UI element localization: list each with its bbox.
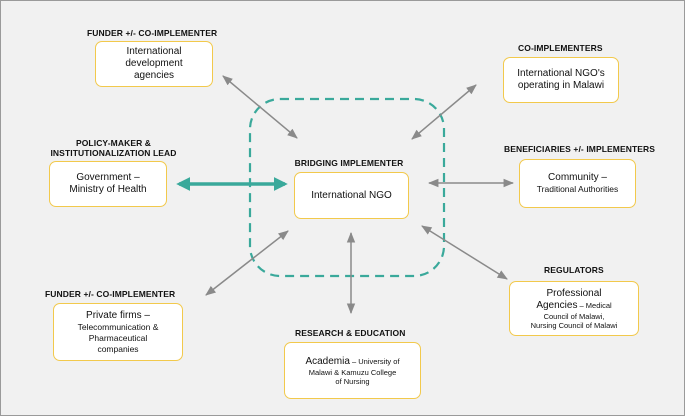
role-regulators: REGULATORS <box>544 265 604 275</box>
node-sublabel: Nursing Council of Malawi <box>530 320 618 330</box>
role-line: INSTITUTIONALIZATION LEAD <box>50 148 177 158</box>
node-international-ngo: International NGO <box>294 172 409 219</box>
node-international-ngos-malawi: International NGO's operating in Malawi <box>503 57 619 103</box>
node-label: Professional <box>546 287 602 299</box>
node-label: Ministry of Health <box>69 184 147 195</box>
arrow-funder-bottom <box>205 230 289 296</box>
node-label: Government – <box>76 172 140 183</box>
node-sublabel: Malawi & Kamuzu College <box>308 367 397 377</box>
node-label: agencies <box>133 70 175 81</box>
node-community-traditional-authorities: Community – Traditional Authorities <box>519 159 636 208</box>
role-co-implementers: CO-IMPLEMENTERS <box>518 43 603 53</box>
node-international-development-agencies: International development agencies <box>95 41 213 87</box>
node-label: Private firms – <box>86 309 150 321</box>
role-line: POLICY-MAKER & <box>75 138 152 148</box>
node-label: International NGO <box>311 189 392 201</box>
role-beneficiaries: BENEFICIARIES +/- IMPLEMENTERS <box>504 144 656 154</box>
node-label: Academia – University of <box>305 356 399 368</box>
node-label: Agencies – Medical <box>536 300 611 312</box>
node-label-sub: – Medical <box>577 300 612 310</box>
role-bridging-implementer: BRIDGING IMPLEMENTER <box>294 158 404 168</box>
node-label: development <box>125 58 183 69</box>
node-label: Community – <box>548 172 607 183</box>
node-sublabel: Traditional Authorities <box>536 184 619 194</box>
node-label-main: Academia <box>305 355 350 367</box>
node-government-ministry-of-health: Government – Ministry of Health <box>49 161 167 207</box>
node-sublabel: Telecommunication & <box>77 321 159 332</box>
node-label: International <box>126 46 182 57</box>
node-sublabel: companies <box>97 343 139 354</box>
arrow-funder-top <box>222 75 298 139</box>
node-label-sub: – University of <box>349 356 400 366</box>
node-sublabel: Council of Malawi, <box>543 311 605 321</box>
node-private-firms: Private firms – Telecommunication & Phar… <box>53 303 183 361</box>
node-professional-agencies: Professional Agencies – Medical Council … <box>509 281 639 336</box>
node-sublabel: of Nursing <box>335 376 370 386</box>
role-policy-maker: POLICY-MAKER & INSTITUTIONALIZATION LEAD <box>41 138 186 158</box>
node-academia: Academia – University of Malawi & Kamuzu… <box>284 342 421 399</box>
node-label-main: Agencies <box>536 299 578 311</box>
role-funder-top: FUNDER +/- CO-IMPLEMENTER <box>87 28 218 38</box>
node-label: operating in Malawi <box>517 80 605 91</box>
node-sublabel: Pharmaceutical <box>88 332 148 343</box>
arrow-regulators <box>421 225 508 280</box>
arrow-co-implementers <box>411 84 477 140</box>
role-research-education: RESEARCH & EDUCATION <box>295 328 406 338</box>
role-funder-bottom: FUNDER +/- CO-IMPLEMENTER <box>45 289 176 299</box>
node-label: International NGO's <box>517 68 605 79</box>
